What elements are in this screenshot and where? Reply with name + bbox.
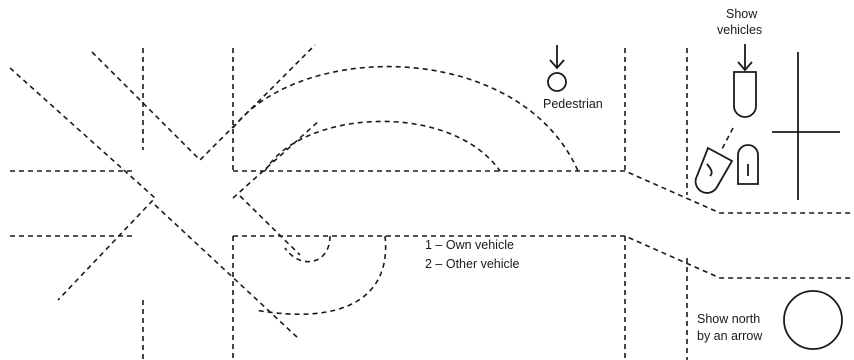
turning-paths: [232, 65, 579, 316]
left-cross-street: [142, 48, 234, 360]
main-road-bottom-right-edge: [233, 235, 854, 279]
main-road: [10, 170, 854, 279]
show-vehicles-label-line1: Show: [726, 7, 758, 21]
diagonal-road-edge-upper: [9, 67, 157, 301]
show-vehicles-label-line2: vehicles: [717, 23, 762, 37]
diagonal-road: [9, 44, 321, 339]
north-label-line2: by an arrow: [697, 329, 763, 343]
north-circle: [783, 290, 843, 350]
lower-turn-arc: [254, 235, 387, 316]
pedestrian-circle: [547, 72, 567, 92]
vehicle-symbol-other: [694, 146, 734, 194]
pedestrian-label: Pedestrian: [543, 97, 603, 111]
north-indicator: Show north by an arrow: [697, 290, 843, 350]
diagonal-road-edge-bottom-left: [154, 204, 299, 339]
u-turn-loop: [284, 235, 331, 263]
diagonal-road-edge-right: [232, 119, 321, 199]
vehicle-symbol-top: [733, 71, 757, 118]
pedestrian-symbol: Pedestrian: [543, 45, 603, 111]
vehicle-other-number: [706, 163, 713, 177]
legend-own-vehicle: 1 – Own vehicle: [425, 238, 514, 252]
north-label-line1: Show north: [697, 312, 760, 326]
vehicles-arrow-head: [737, 61, 753, 72]
vehicle-heading-dash: [721, 127, 734, 150]
diagonal-road-edge-bottom: [239, 195, 301, 256]
small-turn-arc: [264, 120, 501, 172]
vehicle-symbol-own: [737, 144, 759, 185]
large-turn-arc: [232, 65, 579, 172]
right-cross-street: [624, 48, 688, 360]
diagonal-road-edge-lower: [91, 44, 316, 162]
main-road-top-right-edge: [233, 170, 854, 214]
legend-other-vehicle: 2 – Other vehicle: [425, 257, 520, 271]
pedestrian-arrow-head: [549, 59, 565, 70]
show-vehicles-legend: Show vehicles: [694, 7, 840, 200]
vehicle-number-legend: 1 – Own vehicle 2 – Other vehicle: [425, 238, 520, 271]
